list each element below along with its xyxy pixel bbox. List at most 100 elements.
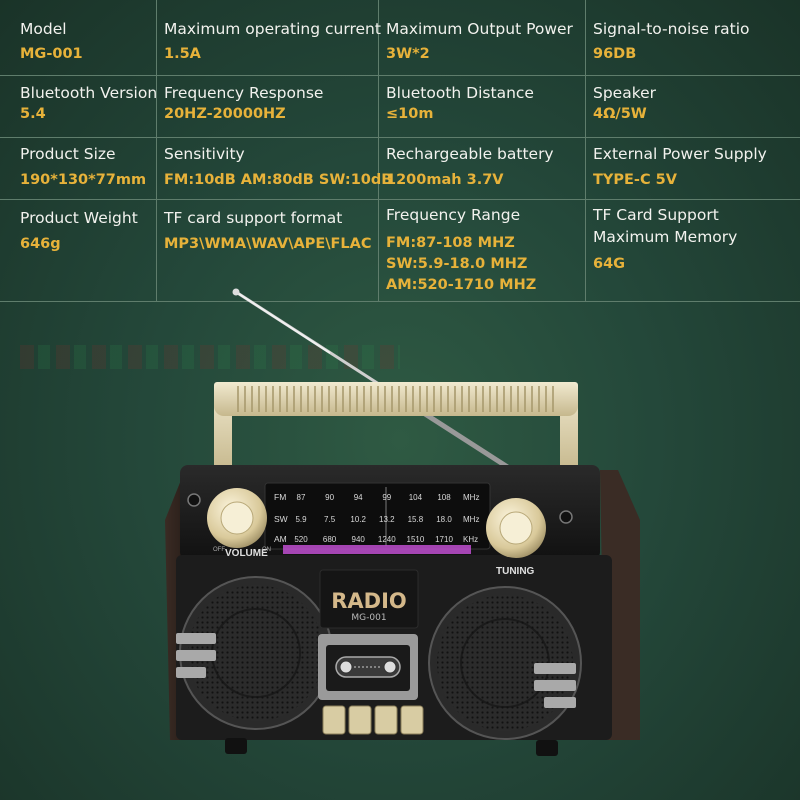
control-button[interactable] xyxy=(322,705,346,735)
spec-value: 646g xyxy=(20,236,61,252)
accent-bar xyxy=(283,545,471,554)
row-divider xyxy=(0,75,800,76)
spec-label: Frequency Response xyxy=(164,84,324,102)
spec-cell-max-output: Maximum Output Power 3W*2 xyxy=(386,18,573,65)
spec-label: Maximum Output Power xyxy=(386,20,573,38)
spec-label: Product Weight xyxy=(20,209,138,227)
spec-label: Frequency Range xyxy=(386,206,521,224)
right-speaker xyxy=(428,586,582,740)
spec-cell-speaker: Speaker 4Ω/5W xyxy=(593,82,656,125)
spec-label: Sensitivity xyxy=(164,145,245,163)
dial-band-label: SW xyxy=(274,514,288,524)
spec-label: Signal-to-noise ratio xyxy=(593,20,750,38)
spec-value: 4Ω/5W xyxy=(593,106,647,122)
dial-tick-label: 108 xyxy=(437,493,451,502)
left-speaker-bracket xyxy=(176,633,216,678)
tuning-label: TUNING xyxy=(496,566,535,577)
spec-cell-model: Model MG-001 xyxy=(20,18,83,65)
control-button[interactable] xyxy=(374,705,398,735)
dial-tick-label: 94 xyxy=(354,493,363,502)
dial-tick-label: 680 xyxy=(323,535,337,544)
spec-cell-freq-range: Frequency Range FM:87-108 MHZ SW:5.9-18.… xyxy=(386,204,536,296)
antenna xyxy=(232,288,522,478)
spec-label: Maximum Memory xyxy=(593,228,738,246)
spec-value: TYPE-C 5V xyxy=(593,172,677,188)
dial-unit-label: KHz xyxy=(463,535,478,544)
cassette-deck xyxy=(318,634,418,700)
column-divider xyxy=(378,0,379,302)
spec-label: Speaker xyxy=(593,84,657,102)
spec-cell-bt-version: Bluetooth Version 5.4 xyxy=(20,82,157,125)
dial-tick-label: 18.0 xyxy=(436,515,452,524)
control-buttons xyxy=(322,705,424,735)
spec-value: 1200mah 3.7V xyxy=(386,172,504,188)
spec-cell-weight: Product Weight 646g xyxy=(20,207,138,255)
row-divider xyxy=(0,301,800,302)
off-label: OFF xyxy=(213,547,225,553)
volume-label: VOLUME xyxy=(225,548,268,559)
dial-tick-label: 87 xyxy=(297,493,306,502)
dial-tick-label: 520 xyxy=(294,535,308,544)
control-button[interactable] xyxy=(400,705,424,735)
dial-band-label: AM xyxy=(274,534,287,544)
brand-logo: RADIO xyxy=(331,589,407,613)
spec-cell-max-current: Maximum operating current 1.5A xyxy=(164,18,381,65)
spec-value: MP3\WMA\WAV\APE\FLAC xyxy=(164,236,372,252)
column-divider xyxy=(585,0,586,302)
spec-value: 190*130*77mm xyxy=(20,172,147,188)
spec-value: AM:520-1710 MHZ xyxy=(386,277,537,293)
spec-value: 64G xyxy=(593,256,626,272)
control-button[interactable] xyxy=(348,705,372,735)
foot xyxy=(536,740,558,756)
spec-label: Bluetooth Distance xyxy=(386,84,534,102)
spec-value: SW:5.9-18.0 MHZ xyxy=(386,256,528,272)
spec-label: Bluetooth Version xyxy=(20,84,158,102)
spec-cell-size: Product Size 190*130*77mm xyxy=(20,143,146,191)
row-divider xyxy=(0,199,800,200)
foot xyxy=(225,738,247,754)
dial-tick-label: 1510 xyxy=(407,535,425,544)
spec-cell-snr: Signal-to-noise ratio 96DB xyxy=(593,18,750,65)
spec-label: TF card support format xyxy=(164,209,343,227)
spec-value: 96DB xyxy=(593,46,637,62)
dial-tick-label: 13.2 xyxy=(379,515,395,524)
spec-label: TF Card Support xyxy=(593,206,719,224)
dial-tick-label: 104 xyxy=(409,493,423,502)
dial-unit-label: MHz xyxy=(463,493,479,502)
spec-cell-bt-distance: Bluetooth Distance ≤10m xyxy=(386,82,534,125)
spec-value: 5.4 xyxy=(20,106,46,122)
dial-tick-label: 10.2 xyxy=(350,515,366,524)
spec-value: 20HZ-20000HZ xyxy=(164,106,286,122)
dial-tick-label: 99 xyxy=(382,493,391,502)
dial-tick-label: 90 xyxy=(325,493,334,502)
spec-label: Rechargeable battery xyxy=(386,145,554,163)
dial-band-label: FM xyxy=(274,492,286,502)
dial-tick-label: 5.9 xyxy=(295,515,307,524)
row-divider xyxy=(0,137,800,138)
tuning-knob-center xyxy=(499,511,533,545)
spec-cell-tf-format: TF card support format MP3\WMA\WAV\APE\F… xyxy=(164,207,372,255)
volume-knob-center xyxy=(220,501,254,535)
spec-cell-freq-response: Frequency Response 20HZ-20000HZ xyxy=(164,82,323,125)
on-label: ON xyxy=(262,547,271,553)
dial-tick-label: 1710 xyxy=(435,535,453,544)
column-divider xyxy=(156,0,157,302)
spec-value: FM:87-108 MHZ xyxy=(386,235,515,251)
left-speaker xyxy=(179,576,333,730)
spec-value: 1.5A xyxy=(164,46,201,62)
brand-panel xyxy=(319,569,419,629)
spec-value: FM:10dB AM:80dB SW:10dB xyxy=(164,172,393,188)
dial-unit-label: MHz xyxy=(463,515,479,524)
handle xyxy=(214,382,578,472)
dial-tick-label: 940 xyxy=(352,535,366,544)
spec-cell-tf-memory: TF Card Support Maximum Memory 64G xyxy=(593,204,737,275)
spec-label: Model xyxy=(20,20,67,38)
spec-cell-power-supply: External Power Supply TYPE-C 5V xyxy=(593,143,767,191)
spec-value: 3W*2 xyxy=(386,46,430,62)
spec-table: Model MG-001 Maximum operating current 1… xyxy=(0,0,800,302)
model-label: MG-001 xyxy=(351,613,386,623)
spec-label: Maximum operating current xyxy=(164,20,381,38)
spec-value: MG-001 xyxy=(20,46,83,62)
right-speaker-bracket xyxy=(534,663,576,708)
